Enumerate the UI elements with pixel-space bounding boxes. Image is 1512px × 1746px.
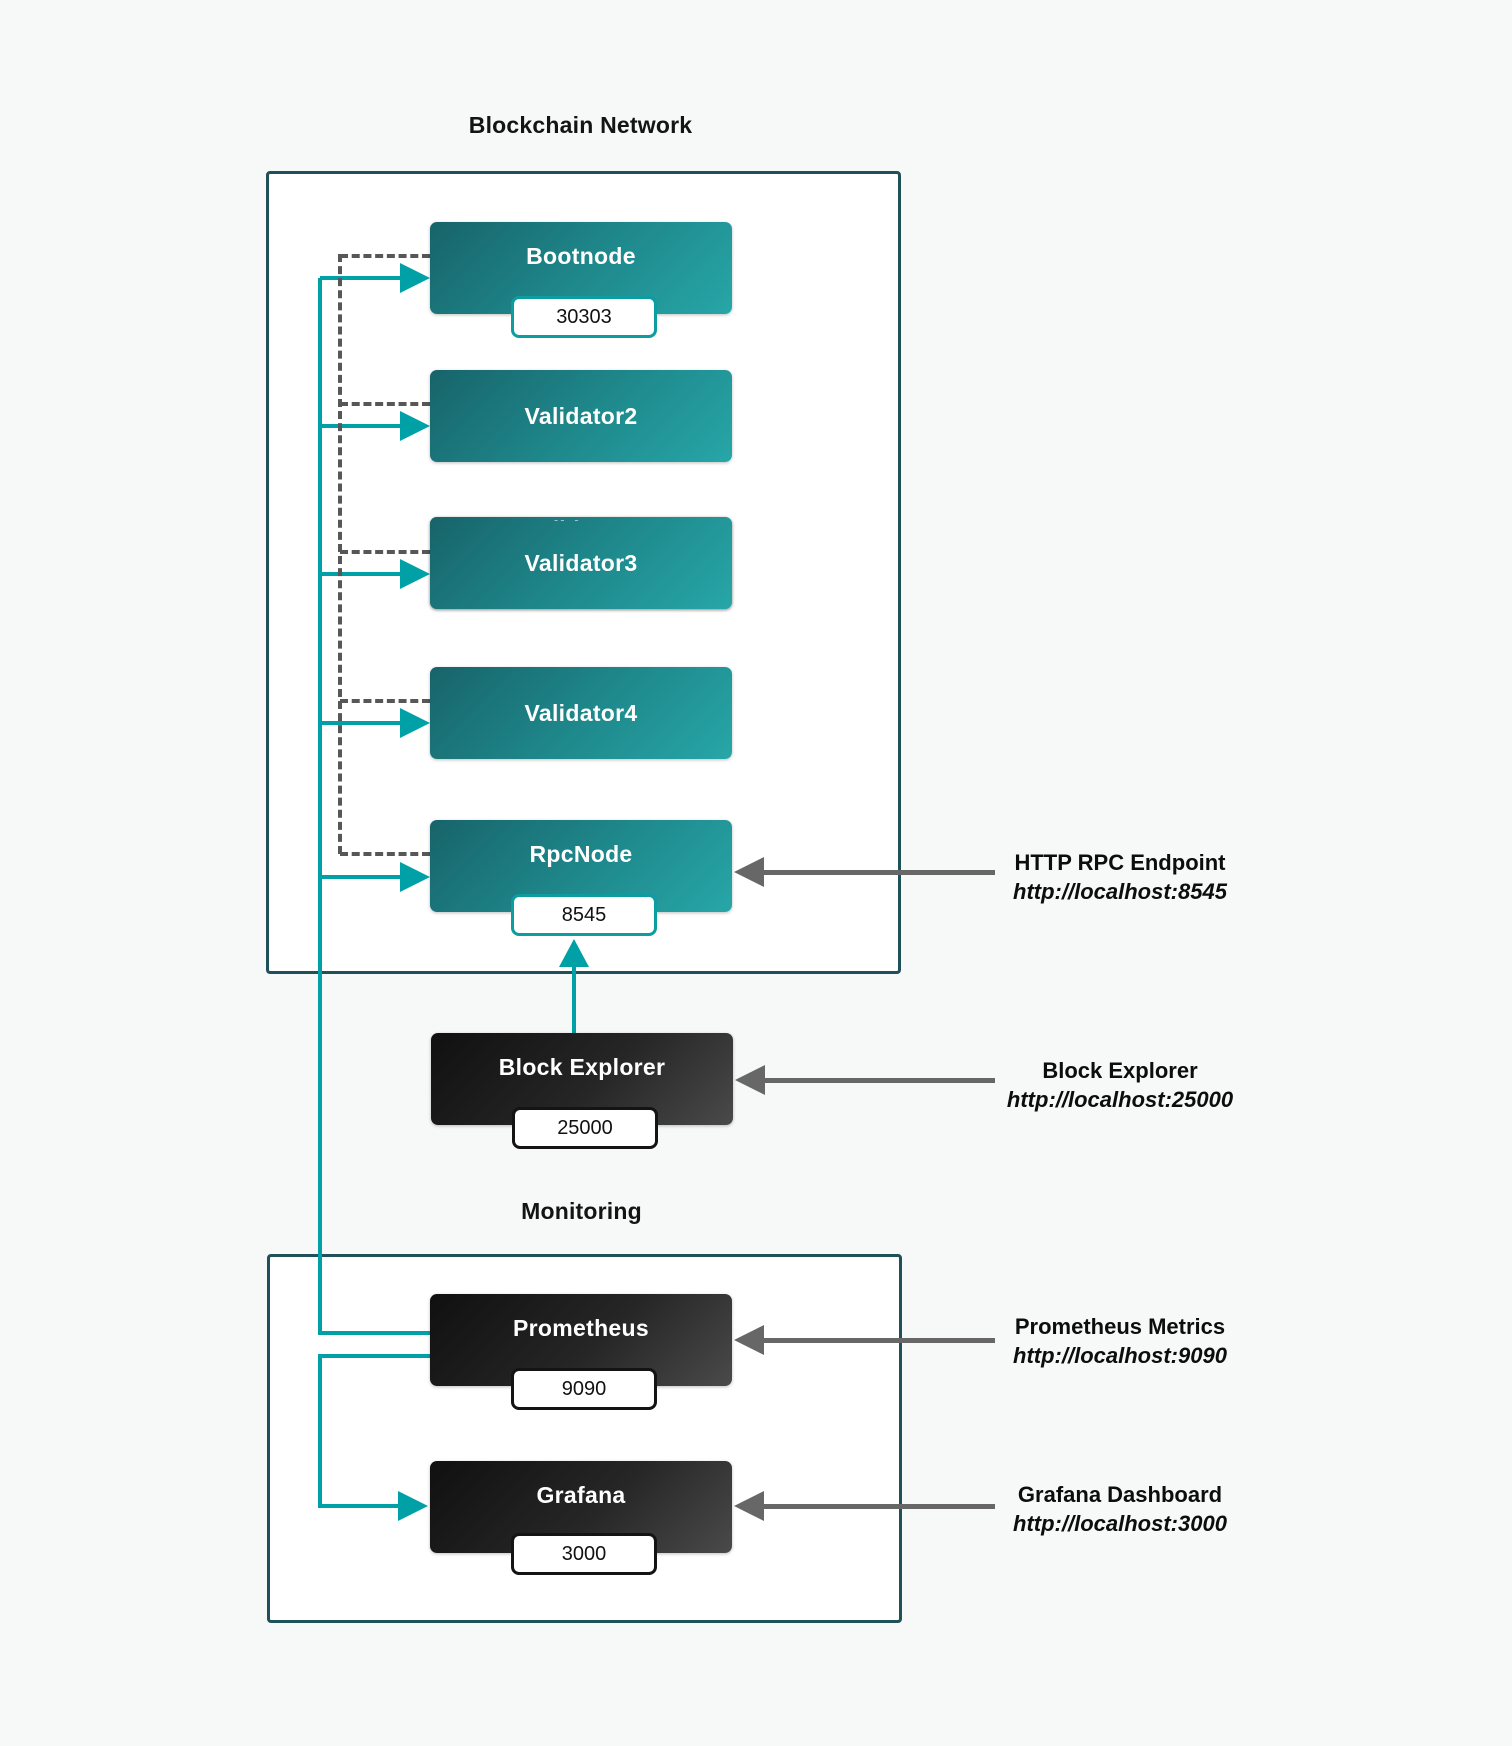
teal-trunk-line (318, 278, 322, 1335)
teal-branch-validator4 (320, 721, 402, 725)
arrow-left-icon-block-explorer (735, 1065, 765, 1095)
teal-line-prometheus-out (318, 1354, 432, 1358)
arrow-right-icon-validator3 (400, 559, 430, 589)
teal-branch-rpcnode (320, 875, 402, 879)
arrow-right-icon-validator4 (400, 708, 430, 738)
arrow-right-icon-bootnode (400, 263, 430, 293)
annotation-prometheus-url: http://localhost:9090 (1013, 1343, 1227, 1369)
annotation-rpc-title: HTTP RPC Endpoint (1014, 850, 1226, 875)
port-badge-rpcnode: 8545 (511, 894, 657, 936)
teal-branch-validator2 (320, 424, 402, 428)
annotation-explorer-url: http://localhost:25000 (1006, 1087, 1234, 1113)
annotation-grafana: Grafana Dashboard http://localhost:3000 (950, 1478, 1290, 1536)
arrow-up-icon-rpc-port (559, 939, 589, 967)
annotation-rpc-url: http://localhost:8545 (1013, 879, 1227, 905)
arrow-right-icon-grafana (398, 1491, 428, 1521)
dashed-trunk-line (338, 254, 342, 854)
annotation-prometheus-title: Prometheus Metrics (1014, 1314, 1226, 1339)
arrow-right-icon-validator2 (400, 411, 430, 441)
gray-line-prometheus (762, 1338, 995, 1343)
annotation-rpc-endpoint: HTTP RPC Endpoint http://localhost:8545 (950, 846, 1290, 904)
teal-line-explorer-to-rpc (572, 965, 576, 1033)
teal-branch-validator3 (320, 572, 402, 576)
validator1-occluded-label-tip: Validator1 (430, 516, 732, 521)
teal-branch-bootnode (320, 276, 402, 280)
node-box-bootnode: Bootnode (430, 222, 732, 314)
port-badge-bootnode: 30303 (511, 296, 657, 338)
annotation-block-explorer: Block Explorer http://localhost:25000 (950, 1054, 1290, 1112)
node-box-validator2: Validator2 (430, 370, 732, 462)
arrow-left-icon-prometheus (734, 1325, 764, 1355)
arrow-left-icon-grafana (734, 1491, 764, 1521)
dashed-branch-validator3 (340, 550, 430, 554)
blockchain-network-title: Blockchain Network (468, 112, 693, 138)
node-box-validator3: Validator3 (430, 517, 732, 609)
node-box-validator4: Validator4 (430, 667, 732, 759)
annotation-explorer-title: Block Explorer (1042, 1058, 1198, 1083)
port-badge-grafana: 3000 (511, 1533, 657, 1575)
gray-line-rpc-endpoint (762, 870, 995, 875)
arrow-left-icon-rpc-endpoint (734, 857, 764, 887)
annotation-grafana-url: http://localhost:3000 (1013, 1511, 1227, 1537)
annotation-prometheus: Prometheus Metrics http://localhost:9090 (950, 1310, 1290, 1368)
monitoring-title: Monitoring (521, 1198, 642, 1224)
dashed-branch-bootnode (340, 254, 430, 258)
dashed-branch-validator4 (340, 699, 430, 703)
dashed-branch-rpcnode (340, 852, 430, 856)
teal-branch-prometheus (318, 1331, 432, 1335)
teal-line-to-grafana (318, 1354, 322, 1508)
gray-line-grafana (762, 1504, 995, 1509)
port-badge-block-explorer: 25000 (512, 1107, 658, 1149)
annotation-grafana-title: Grafana Dashboard (1017, 1482, 1223, 1507)
gray-line-block-explorer (763, 1078, 995, 1083)
port-badge-prometheus: 9090 (511, 1368, 657, 1410)
teal-branch-grafana (318, 1504, 400, 1508)
dashed-branch-validator2 (340, 402, 430, 406)
arrow-right-icon-rpcnode (400, 862, 430, 892)
